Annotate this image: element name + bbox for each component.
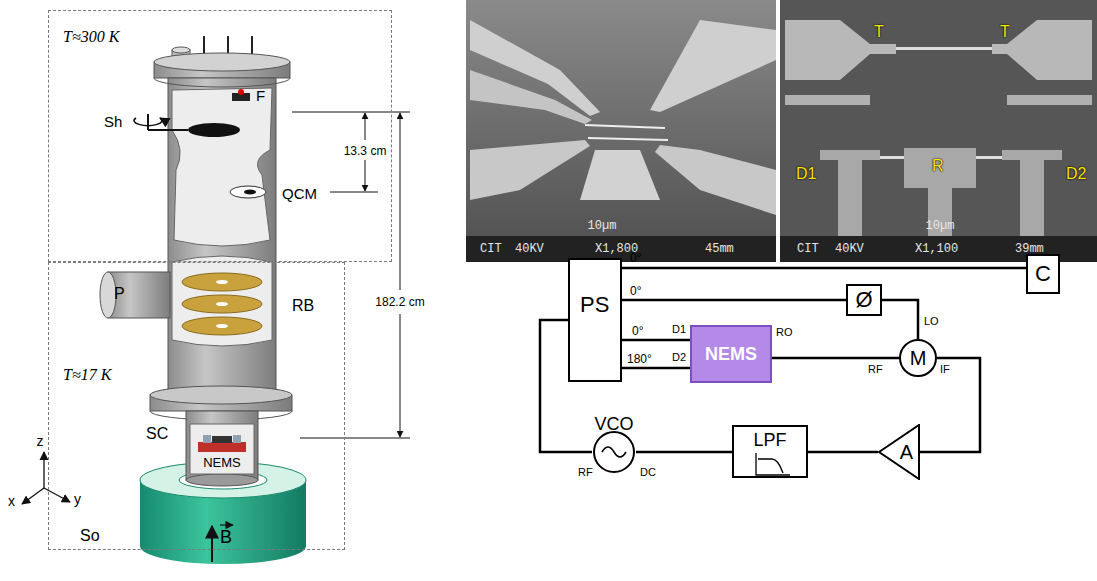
part-label: So: [80, 528, 100, 544]
port-label: RF: [868, 364, 883, 375]
node-label: T≈17 K: [63, 367, 344, 383]
node-label: C: [1035, 263, 1051, 285]
signal-wire: [622, 267, 1026, 270]
part-label: QCM: [282, 186, 317, 201]
power-splitter-box: PS: [568, 258, 622, 382]
sample-can: [186, 411, 258, 486]
dimension-label: 13.3 cm: [344, 145, 387, 157]
node-label: A: [900, 442, 913, 462]
signal-wire: [622, 299, 846, 302]
part-label: NEMS: [203, 456, 241, 469]
filter-box: LPF: [732, 425, 808, 478]
phase-label: 0°: [630, 285, 641, 297]
part-label: F: [256, 88, 265, 103]
port-label: RF: [578, 467, 593, 478]
scale-label: 10µm: [926, 220, 955, 232]
oscillator-circle: VCO: [592, 415, 636, 475]
electrode-label: R: [932, 158, 944, 174]
signal-wire: [772, 357, 899, 360]
signal-wire: [882, 300, 918, 339]
signal-wire: [636, 451, 732, 454]
field-label: B: [220, 528, 232, 546]
electrode-label: T: [874, 24, 884, 40]
signal-wire: [622, 367, 690, 370]
sem-image: [780, 0, 1097, 262]
electrode-label: D1: [796, 166, 816, 182]
solenoid-magnet: [140, 462, 306, 564]
node-label: VCO: [592, 415, 636, 433]
node-label: Ø: [855, 289, 872, 311]
electrode-label: D2: [1066, 166, 1086, 182]
sem-info: CIT: [480, 243, 502, 255]
signal-wire: [622, 339, 690, 342]
port-label: RO: [776, 327, 793, 338]
electrode-label: T: [1000, 24, 1010, 40]
amplifier-triangle: A: [878, 424, 920, 480]
amplifier-outline: [878, 424, 920, 480]
port-label: LO: [924, 316, 939, 327]
axis-label: y: [74, 492, 81, 506]
pin-label: D2: [672, 352, 686, 363]
sem-info: X1,800: [595, 243, 638, 255]
axis-label: z: [37, 434, 44, 448]
sem-info: 40KV: [515, 243, 544, 255]
node-label: M: [910, 348, 927, 368]
part-label: SC: [146, 426, 168, 442]
oscillator-outline: [592, 431, 636, 475]
sem-image: [466, 0, 776, 262]
axes: [22, 452, 70, 504]
dimension-lines: [292, 112, 410, 438]
counter-box: C: [1026, 254, 1060, 294]
node-label: LPF: [734, 431, 806, 449]
scale-label: 10µm: [588, 220, 617, 232]
port-label: DC: [640, 467, 656, 478]
vacuum-chamber: [100, 36, 292, 420]
part-label: RB: [292, 298, 314, 314]
dimension-label: 182.2 cm: [375, 296, 424, 308]
port-label: IF: [940, 364, 950, 375]
phase-shifter-box: Ø: [846, 284, 882, 316]
temperature-zone: T≈300 K: [48, 10, 392, 262]
phase-label: 180°: [627, 353, 652, 365]
sem-info: 40KV: [835, 243, 864, 255]
mixer-circle: M: [899, 339, 937, 377]
axis-label: x: [8, 494, 15, 508]
sem-info: 45mm: [705, 243, 734, 255]
phase-label: 0°: [632, 325, 643, 337]
pin-label: D1: [672, 324, 686, 335]
filter-icon: [752, 451, 792, 477]
sem-info: CIT: [797, 243, 819, 255]
signal-wire: [808, 451, 878, 454]
node-label: T≈300 K: [63, 29, 391, 45]
part-label: Sh: [104, 114, 122, 129]
part-label: P: [114, 286, 125, 302]
device-box: NEMS: [690, 325, 772, 383]
sem-info: 39mm: [1015, 243, 1044, 255]
node-label: PS: [580, 292, 609, 317]
sem-info: X1,100: [915, 243, 958, 255]
node-label: NEMS: [705, 345, 757, 363]
